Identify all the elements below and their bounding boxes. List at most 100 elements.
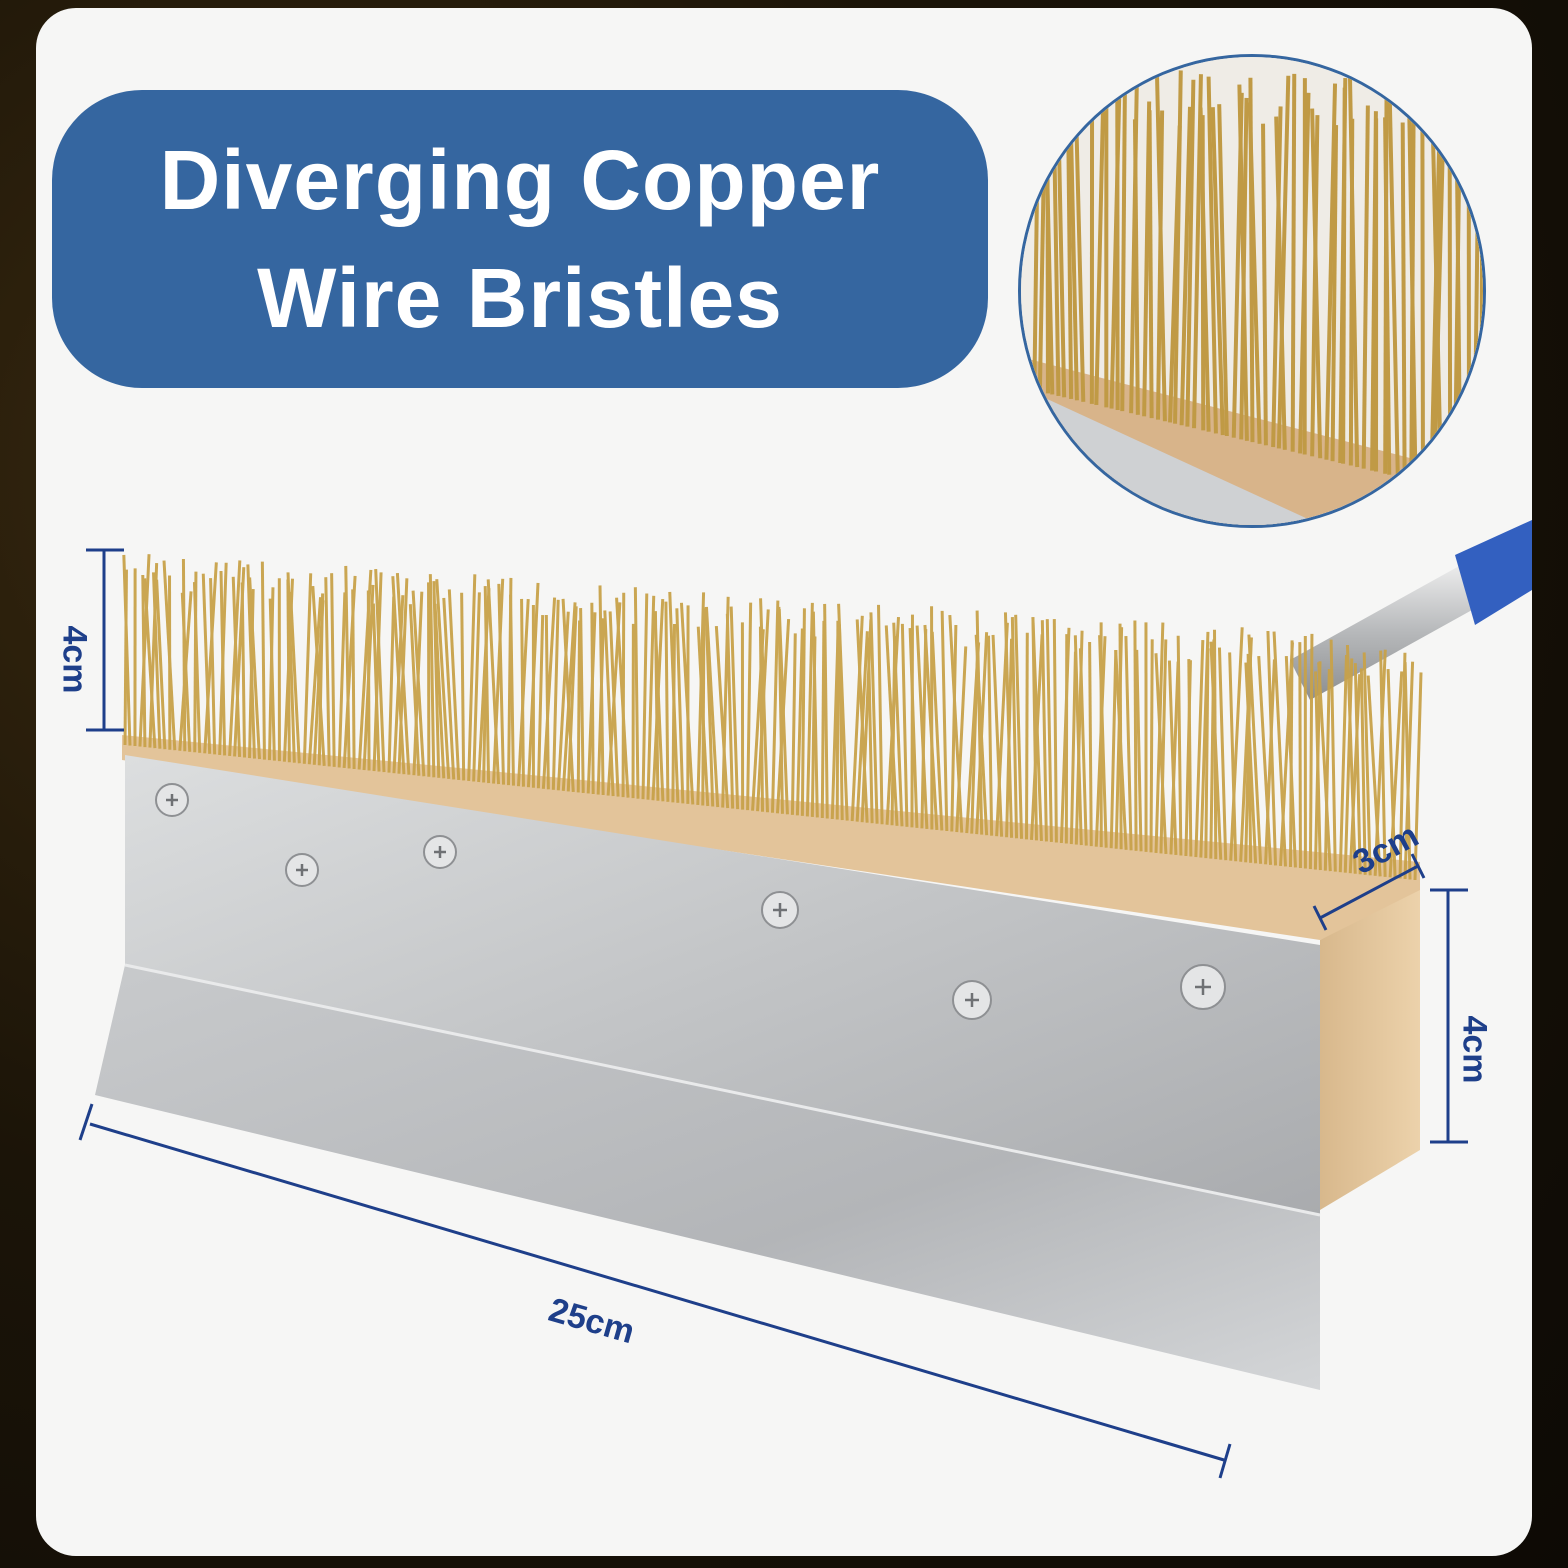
bristle-strand [395,572,411,775]
handle-shaft [1290,560,1490,700]
bristle-strand [704,606,720,808]
bristle-strand [820,620,826,818]
bristle-strand [1098,635,1108,848]
bristle-strand [576,620,582,793]
bristle-strand [1069,651,1077,845]
bristle-strand [372,572,383,772]
bristle-strand [837,603,849,821]
bristle-strand [1025,632,1029,840]
bristle-strand [536,615,545,789]
closeup-bristle-strand [1347,76,1360,468]
closeup-bristle-strand [1185,79,1196,427]
bristle-strand [974,634,989,836]
closeup-bristle-strand [1274,116,1287,450]
bristle-strand [286,572,296,763]
bristle-strand [855,619,869,823]
bristle-strand [950,624,958,832]
bristle-strand [1045,619,1053,842]
bristle-strand [1154,653,1168,855]
bristle-strand [696,626,710,807]
bristle-strand [991,634,1004,837]
bristle-strand [209,578,217,755]
bristle-strand [1149,639,1154,853]
bristle-strand [203,562,218,754]
bristle-strand [1088,642,1093,847]
bristle-strand [800,608,806,816]
bristle-strand [268,598,276,761]
bristle-strand [551,599,560,790]
bristle-strand [240,582,247,758]
bristle-strand [1052,619,1058,843]
closeup-bristle-strand [1206,76,1218,434]
bristle-strand [391,576,406,775]
bristle-strand [122,554,132,746]
bristle-strand [387,596,396,773]
bristles [122,554,1423,881]
bristle-strand [141,574,147,748]
closeup-bristle-strand [1310,108,1323,459]
closeup-bristle-strand [1198,107,1211,432]
bristle-strand [248,577,261,760]
closeup-illustration [1021,57,1483,525]
closeup-bristle-strand [1132,119,1140,415]
bristle-strand [1247,634,1263,864]
bristle-strand [1298,642,1302,869]
bristle-strand [492,578,505,784]
bristle-strand [411,590,426,777]
bristle-strand [590,602,595,795]
closeup-bristle-strand [1237,84,1249,441]
bristle-strand [668,591,680,803]
bristle-strand [192,582,202,753]
closeup-bristle-strand [1147,110,1154,419]
bristle-strand [1204,648,1210,859]
bristle-strand [641,593,649,800]
bristle-strand [615,597,630,798]
bristle-strand [143,578,157,749]
bristle-strand [869,612,879,824]
bristle-strand [260,561,266,760]
bristle-strand [428,574,436,778]
handle-grip [1455,520,1532,625]
bristle-strand [1348,674,1362,874]
bristle-strand [714,625,730,809]
bristle-strand [1398,652,1407,879]
bristle-strand [758,626,765,812]
bristle-strand [579,608,585,793]
bristle-strand [746,602,753,811]
bristle-strand [180,592,192,752]
bristle-strand [866,637,874,824]
bristle-strand [823,603,829,819]
bristle-strand [1244,662,1258,864]
bristle-strand [675,608,685,804]
closeup-bristle-strand [1120,74,1128,412]
bristle-strand [324,577,331,767]
bristle-strand [1217,647,1228,861]
bristle-strand [1073,635,1083,846]
bristle-strand [447,589,461,780]
bristle-strand [1176,635,1183,856]
closeup-bristle-strand [1261,123,1268,446]
bristle-strand [805,602,814,817]
bristle-strand [1167,660,1178,856]
bristle-strand [201,573,212,754]
bristle-strand [1379,650,1387,877]
bristle-strand [435,579,451,779]
bristle-strand [544,614,550,790]
bristle-strand [1159,639,1168,854]
bristle-strand [442,597,456,780]
closeup-bristle-strand [1094,103,1106,405]
bristle-strand [1413,672,1423,881]
bristle-strand [155,579,167,750]
bristle-strand [1169,661,1180,855]
bristle-strand [561,598,575,792]
bristle-strand [520,598,525,787]
bristle-strand [152,572,162,749]
steel-scraper [95,965,1320,1390]
bristle-strand [556,611,570,791]
bristle-strand [1109,649,1118,849]
bristle-strand [219,570,227,756]
bristle-strand [1353,663,1362,875]
closeup-bristle-strand [1361,105,1370,469]
bristle-strand [231,576,242,758]
